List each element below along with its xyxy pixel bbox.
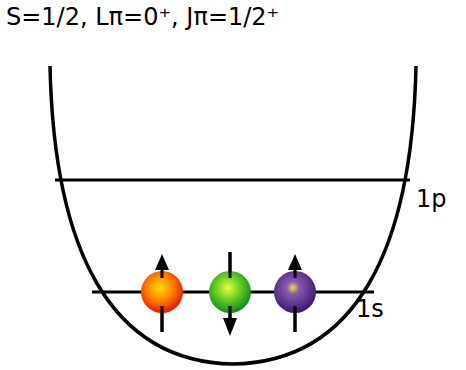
level-label: 1p xyxy=(416,186,447,212)
quantum-numbers-title: S=1/2, Lπ=0⁺, Jπ=1/2⁺ xyxy=(6,4,279,30)
level-1p xyxy=(55,179,410,182)
potential-well xyxy=(50,66,416,364)
level-label: 1s xyxy=(356,296,384,322)
